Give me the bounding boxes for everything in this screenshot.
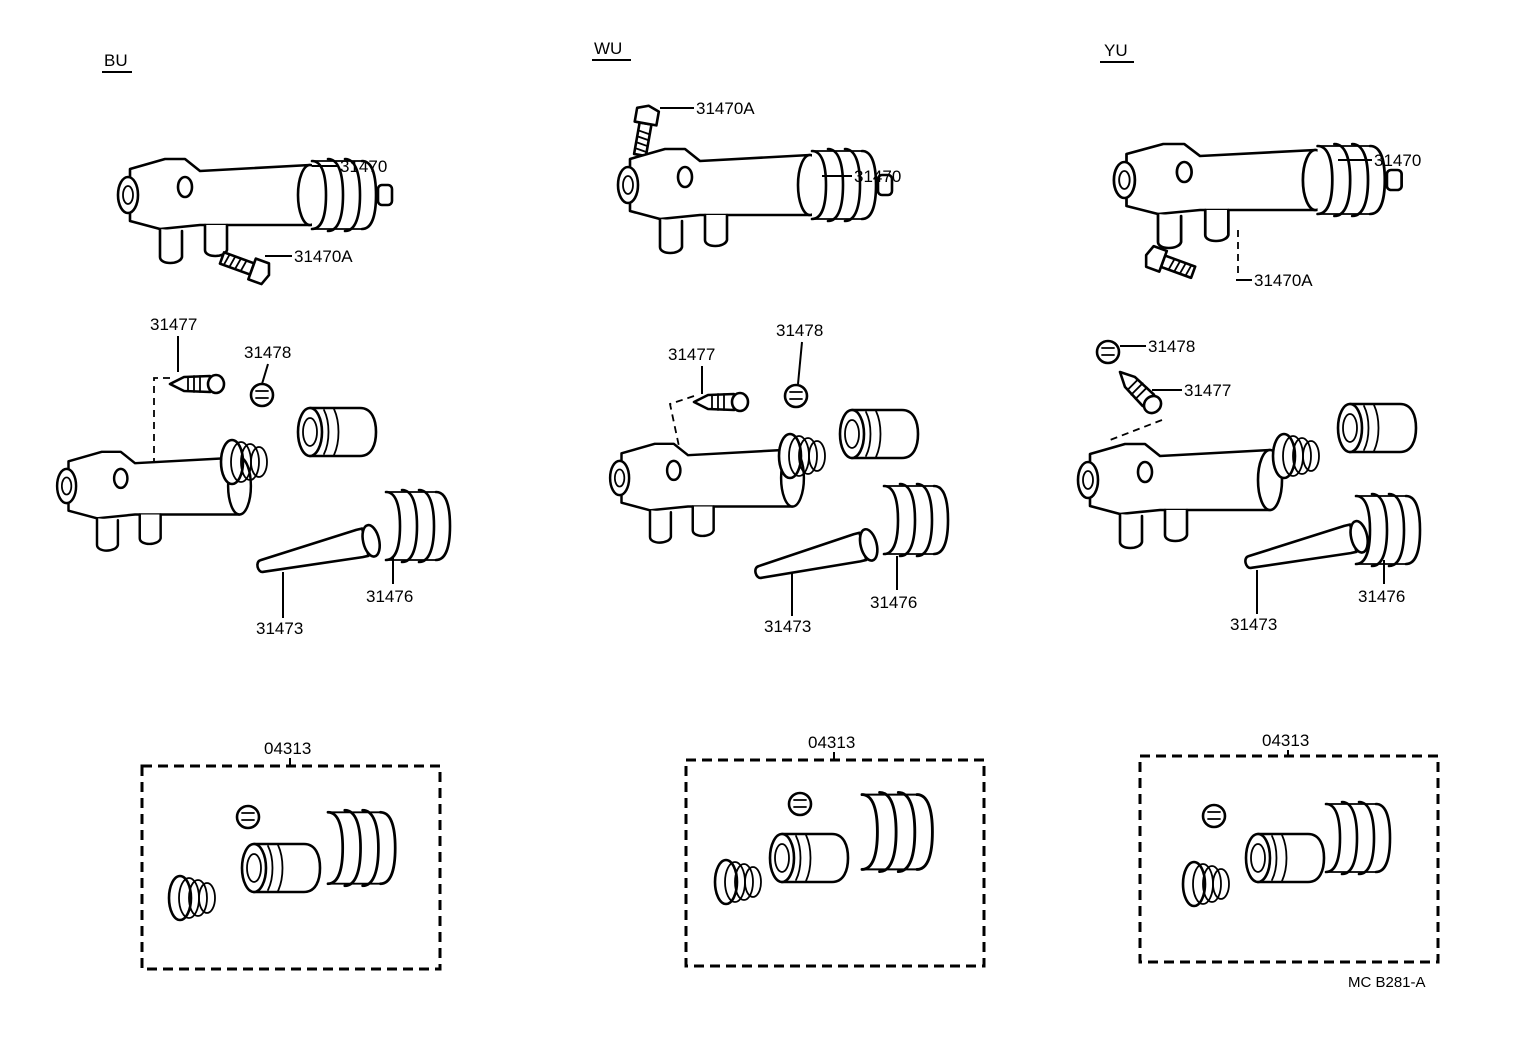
cylinder-body-yu — [1076, 442, 1284, 550]
group-yu: YU 31470 31470A 31478 31477 — [1076, 41, 1440, 964]
label-kit-yu: 04313 — [1262, 731, 1309, 750]
label-kit-wu: 04313 — [808, 733, 855, 752]
bleeder-cap-wu — [783, 383, 809, 409]
label-bleeder-wu: 31477 — [668, 345, 715, 364]
boot-wu — [882, 482, 950, 558]
push-rod-yu — [1240, 518, 1372, 580]
bleeder-plug-wu — [692, 391, 750, 413]
label-boot-wu: 31476 — [870, 593, 917, 612]
label-bleeder-yu: 31477 — [1184, 381, 1231, 400]
kit-contents-bu — [167, 804, 397, 922]
group-code-yu: YU — [1104, 41, 1128, 60]
label-cylinder-wu: 31470 — [854, 167, 901, 186]
piston-wu — [838, 408, 920, 460]
group-bu: BU 31470 31470A 31477 31478 — [55, 51, 452, 971]
cylinder-assembly-wu — [618, 149, 892, 253]
label-bleeder-bu: 31477 — [150, 315, 197, 334]
label-rod-yu: 31473 — [1230, 615, 1277, 634]
label-rod-wu: 31473 — [764, 617, 811, 636]
push-rod-bu — [252, 522, 384, 584]
bleeder-plug-yu — [1112, 364, 1166, 418]
label-cap-yu: 31478 — [1148, 337, 1195, 356]
label-bolt-yu: 31470A — [1254, 271, 1313, 290]
label-boot-bu: 31476 — [366, 587, 413, 606]
label-rod-bu: 31473 — [256, 619, 303, 638]
label-cylinder-yu: 31470 — [1374, 151, 1421, 170]
mounting-bolt-yu — [1141, 243, 1199, 284]
push-rod-wu — [750, 526, 882, 590]
mounting-bolt-wu — [627, 102, 661, 159]
piston-bu — [296, 406, 378, 458]
label-bolt-wu: 31470A — [696, 99, 755, 118]
group-code-wu: WU — [594, 39, 622, 58]
label-kit-bu: 04313 — [264, 739, 311, 758]
repair-kit-box-bu — [140, 764, 442, 971]
mounting-bolt-bu — [216, 246, 275, 287]
spring-yu — [1271, 432, 1321, 480]
label-boot-yu: 31476 — [1358, 587, 1405, 606]
bleeder-cap-yu — [1095, 339, 1121, 365]
bleeder-plug-bu — [168, 373, 226, 395]
label-cap-bu: 31478 — [244, 343, 291, 362]
label-cylinder-bu: 31470 — [340, 157, 387, 176]
repair-kit-box-wu — [684, 758, 986, 968]
label-cap-wu: 31478 — [776, 321, 823, 340]
kit-contents-yu — [1181, 800, 1392, 908]
cylinder-body-wu — [608, 442, 806, 544]
piston-yu — [1336, 402, 1418, 454]
label-bolt-bu: 31470A — [294, 247, 353, 266]
bleeder-cap-bu — [249, 382, 275, 408]
repair-kit-box-yu — [1138, 754, 1440, 964]
kit-contents-wu — [713, 790, 934, 906]
boot-bu — [384, 488, 452, 564]
figure-reference: MC B281-A — [1348, 974, 1426, 991]
group-wu: WU 31470A 31470 31477 31478 — [592, 39, 986, 968]
group-code-bu: BU — [104, 51, 128, 70]
